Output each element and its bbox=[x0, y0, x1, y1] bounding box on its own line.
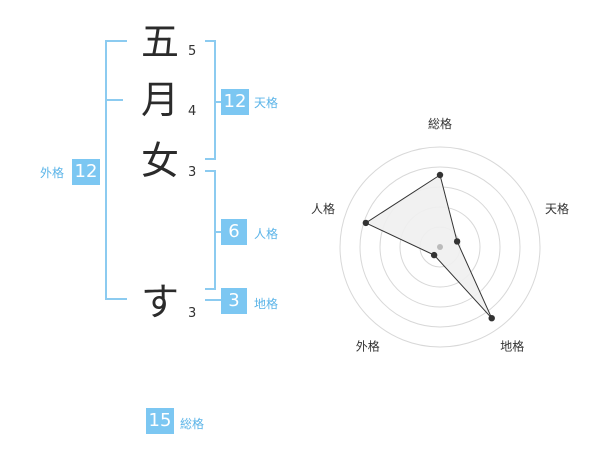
stroke-count-3: 3 bbox=[188, 165, 197, 180]
radar-point-2 bbox=[453, 238, 461, 245]
radar-axis-label-4: 外格 bbox=[356, 339, 380, 354]
tenkaku-bracket-tick bbox=[214, 101, 221, 103]
tenkaku-badge: 12 bbox=[221, 89, 249, 115]
gaikaku-bracket-bottom bbox=[105, 298, 127, 300]
radar-axis-label-5: 人格 bbox=[311, 201, 335, 216]
radar-ring-5 bbox=[339, 146, 541, 348]
radar-axis-label-1: 総格 bbox=[428, 116, 452, 131]
jinkaku-badge: 6 bbox=[221, 219, 247, 245]
name-char-3: 女 bbox=[140, 139, 179, 183]
stroke-count-2: 4 bbox=[188, 104, 197, 119]
chikaku-badge: 3 bbox=[221, 288, 247, 314]
name-char-4: す bbox=[140, 280, 179, 324]
jinkaku-bracket-vertical bbox=[214, 170, 216, 290]
jinkaku-bracket-tick bbox=[214, 231, 221, 233]
radar-point-3 bbox=[488, 314, 495, 322]
soukaku-label: 総格 bbox=[180, 417, 205, 431]
gaikaku-badge: 12 bbox=[72, 159, 100, 185]
tenkaku-label: 天格 bbox=[254, 96, 279, 110]
gaikaku-bracket-vertical bbox=[105, 40, 107, 300]
gaikaku-bracket-top bbox=[105, 40, 127, 42]
name-char-2: 月 bbox=[140, 78, 179, 122]
jinkaku-bracket-bottom bbox=[205, 288, 216, 290]
tenkaku-bracket-bottom bbox=[205, 158, 216, 160]
radar-point-1 bbox=[436, 171, 444, 179]
radar-ring-4 bbox=[359, 166, 521, 328]
soukaku-badge: 15 bbox=[146, 408, 174, 434]
chikaku-connector bbox=[205, 299, 221, 301]
name-char-1: 五 bbox=[140, 20, 179, 64]
gaikaku-bracket-mid bbox=[105, 99, 123, 101]
radar-axis-label-2: 天格 bbox=[545, 201, 569, 216]
jinkaku-label: 人格 bbox=[254, 227, 279, 241]
tenkaku-bracket-vertical bbox=[214, 40, 216, 160]
stroke-count-1: 5 bbox=[188, 44, 197, 59]
radar-point-5 bbox=[362, 219, 370, 227]
tenkaku-bracket-top bbox=[205, 40, 216, 42]
stroke-count-4: 3 bbox=[188, 306, 197, 321]
radar-center-dot bbox=[437, 244, 443, 250]
chikaku-label: 地格 bbox=[254, 297, 279, 311]
jinkaku-bracket-top bbox=[205, 170, 216, 172]
radar-point-4 bbox=[430, 251, 438, 259]
radar-axis-label-3: 地格 bbox=[500, 339, 524, 354]
gaikaku-label: 外格 bbox=[40, 166, 65, 180]
radar-polygon bbox=[364, 174, 493, 319]
